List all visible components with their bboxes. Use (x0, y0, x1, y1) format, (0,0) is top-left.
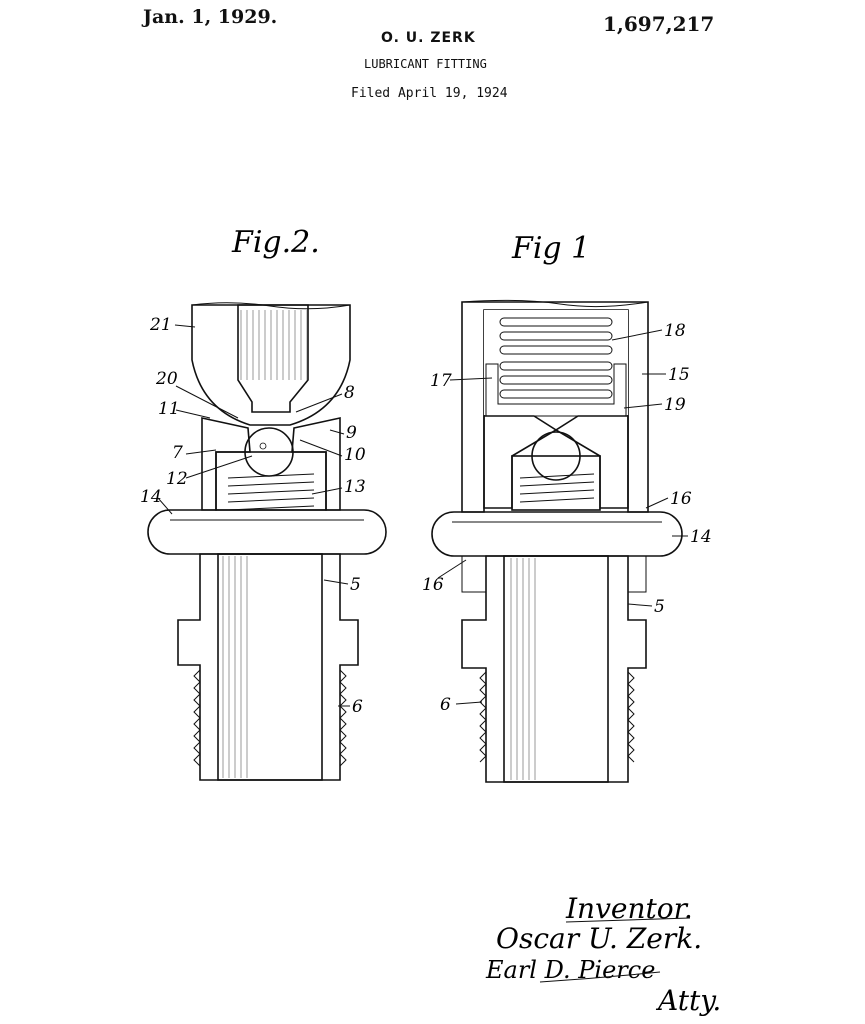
fig2-ref-11: 11 (158, 399, 180, 419)
fig1-ref-18: 18 (664, 321, 686, 341)
fig2-ref-6: 6 (352, 697, 363, 717)
fig1-ref-5: 5 (654, 597, 665, 617)
fig2-ref-5: 5 (350, 575, 361, 595)
fig1-ref-6: 6 (440, 695, 451, 715)
fig1-label: Fig 1 (511, 231, 590, 266)
fig2-ref-20: 20 (155, 369, 178, 389)
fig1-ref-16-right: 16 (670, 489, 692, 509)
figure-1: Fig 1 (422, 231, 712, 783)
patent-date: Jan. 1, 1929. (143, 6, 278, 28)
filed-date: Filed April 19, 1924 (351, 86, 508, 101)
patent-number: 1,697,217 (603, 12, 715, 36)
fig1-ref-14: 14 (690, 527, 712, 547)
fig2-ref-13: 13 (344, 477, 366, 497)
fig2-label: Fig.2. (231, 225, 320, 260)
figure-2: Fig.2. 21 20 (140, 225, 387, 781)
fig2-ref-7: 7 (172, 443, 183, 463)
fig1-ref-19: 19 (664, 395, 686, 415)
signature-block: Inventor. Oscar U. Zerk. Earl D. Pierce … (485, 892, 721, 1017)
fig2-ref-8: 8 (344, 383, 355, 403)
fig1-ref-17: 17 (430, 371, 452, 391)
fig2-ref-9: 9 (346, 423, 357, 443)
inventor-name: O. U. ZERK (381, 30, 476, 46)
fig2-ref-14: 14 (140, 487, 162, 507)
fig2-ref-21: 21 (149, 315, 172, 335)
attorney-abbrev: Atty. (655, 984, 721, 1017)
fig1-ref-15: 15 (668, 365, 690, 385)
fig2-ref-12: 12 (166, 469, 188, 489)
fig2-ref-10: 10 (344, 445, 366, 465)
patent-title: LUBRICANT FITTING (364, 57, 487, 71)
fig1-ref-16-left: 16 (422, 575, 444, 595)
attorney-signature: Earl D. Pierce (485, 956, 655, 984)
inventor-signature: Oscar U. Zerk. (496, 922, 702, 955)
